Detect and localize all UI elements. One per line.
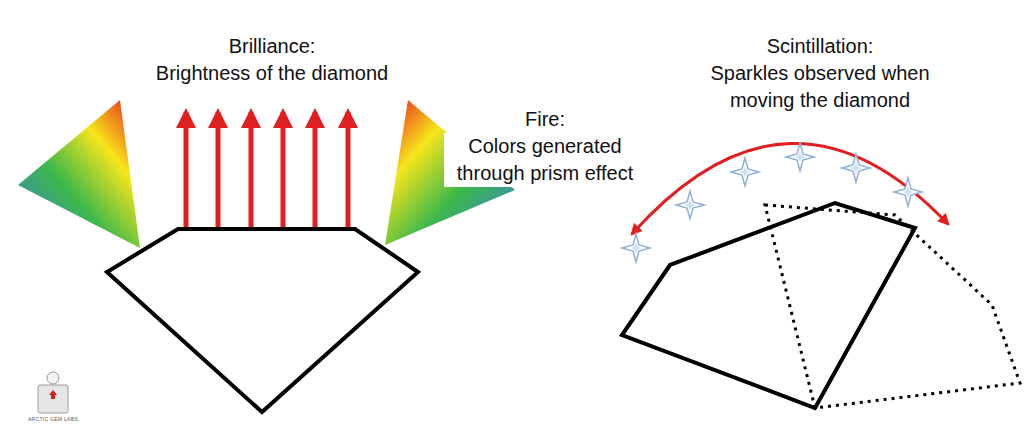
moved-diamond-outline (765, 205, 1020, 408)
heading-label: Brilliance: (142, 33, 402, 60)
fire-spectrum (18, 100, 140, 248)
heading-label: Fire: (482, 106, 608, 133)
diamond-outline (622, 203, 915, 408)
description-label: Colors generated through prism effect (444, 133, 646, 187)
sparkles (622, 143, 922, 262)
logo-icon (38, 372, 68, 413)
diamond-outline (107, 229, 418, 412)
watermark: ARCTIC GEM LABS (23, 416, 83, 422)
description-label: Brightness of the diamond (122, 60, 422, 87)
heading-label: Scintillation: (690, 33, 950, 60)
description-label: Sparkles observed when moving the diamon… (695, 60, 945, 114)
brilliance-arrows (186, 112, 348, 229)
motion-arc (632, 143, 948, 234)
